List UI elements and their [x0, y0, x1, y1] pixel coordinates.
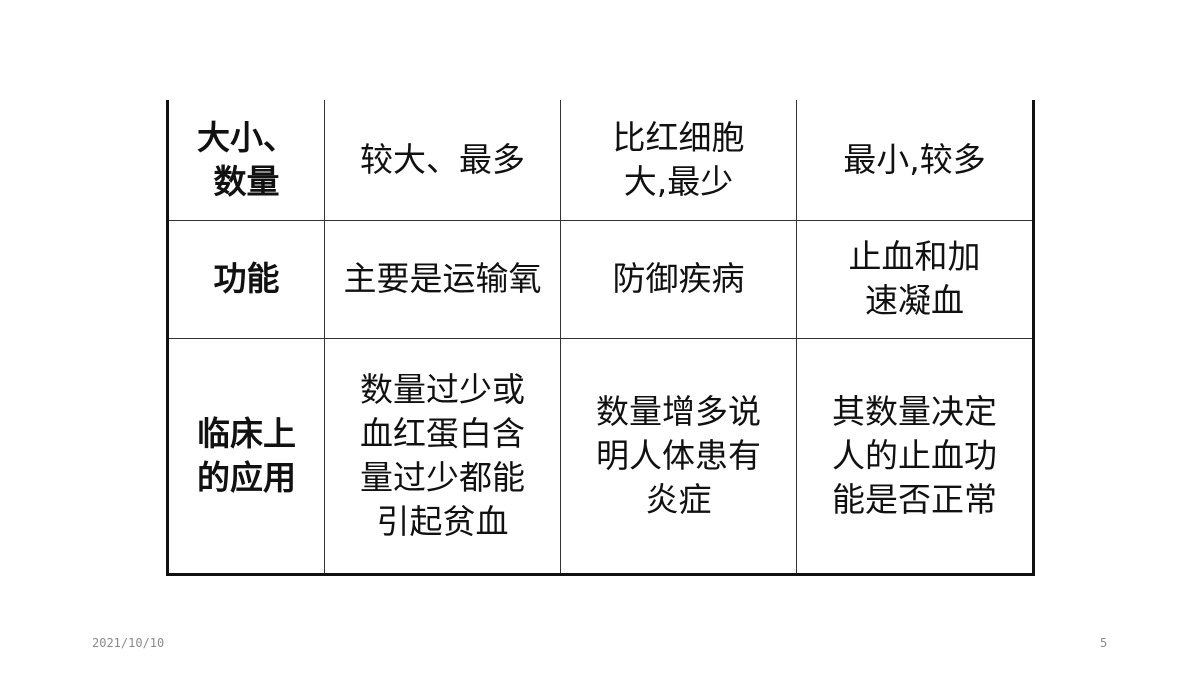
cell-text: 其数量决定 人的止血功 能是否正常: [832, 391, 997, 519]
row-header-label: 临床上 的应用: [197, 413, 296, 497]
cell-text: 较大、最多: [360, 139, 525, 179]
table-row-function: 功能 主要是运输氧 防御疾病 止血和加 速凝血: [166, 219, 1035, 339]
table-cell: 其数量决定 人的止血功 能是否正常: [796, 337, 1035, 576]
row-header-function: 功能: [166, 219, 325, 339]
row-header-label: 大小、 数量: [197, 117, 296, 201]
table-row-clinical-application: 临床上 的应用 数量过少或 血红蛋白含 量过少都能 引起贫血 数量增多说 明人体…: [166, 337, 1035, 576]
cell-text: 最小,较多: [843, 139, 986, 179]
table-cell: 主要是运输氧: [324, 219, 561, 339]
blood-cell-comparison-table: 大小、 数量 较大、最多 比红细胞 大,最少 最小,较多 功能 主要是运输氧 防…: [166, 100, 1035, 576]
cell-text: 比红细胞 大,最少: [612, 117, 745, 201]
page-number: 5: [1100, 636, 1108, 650]
table-cell: 止血和加 速凝血: [796, 219, 1035, 339]
table-cell: 比红细胞 大,最少: [560, 100, 797, 221]
row-header-label: 功能: [213, 259, 280, 298]
table-cell: 最小,较多: [796, 100, 1035, 221]
cell-text: 防御疾病: [612, 259, 745, 298]
cell-text: 数量过少或 血红蛋白含 量过少都能 引起贫血: [360, 369, 525, 541]
table-cell: 防御疾病: [560, 219, 797, 339]
footer-date: 2021/10/10: [92, 636, 165, 650]
table-cell: 较大、最多: [324, 100, 561, 221]
row-header-clinical-application: 临床上 的应用: [166, 337, 325, 576]
table-cell: 数量增多说 明人体患有 炎症: [560, 337, 797, 576]
cell-text: 数量增多说 明人体患有 炎症: [596, 391, 761, 519]
table-row-size-quantity: 大小、 数量 较大、最多 比红细胞 大,最少 最小,较多: [166, 100, 1035, 221]
cell-text: 主要是运输氧: [343, 259, 542, 298]
cell-text: 止血和加 速凝血: [848, 237, 981, 320]
blood-cell-table-container: 大小、 数量 较大、最多 比红细胞 大,最少 最小,较多 功能 主要是运输氧 防…: [166, 100, 1035, 576]
row-header-size-quantity: 大小、 数量: [166, 100, 325, 221]
table-cell: 数量过少或 血红蛋白含 量过少都能 引起贫血: [324, 337, 561, 576]
